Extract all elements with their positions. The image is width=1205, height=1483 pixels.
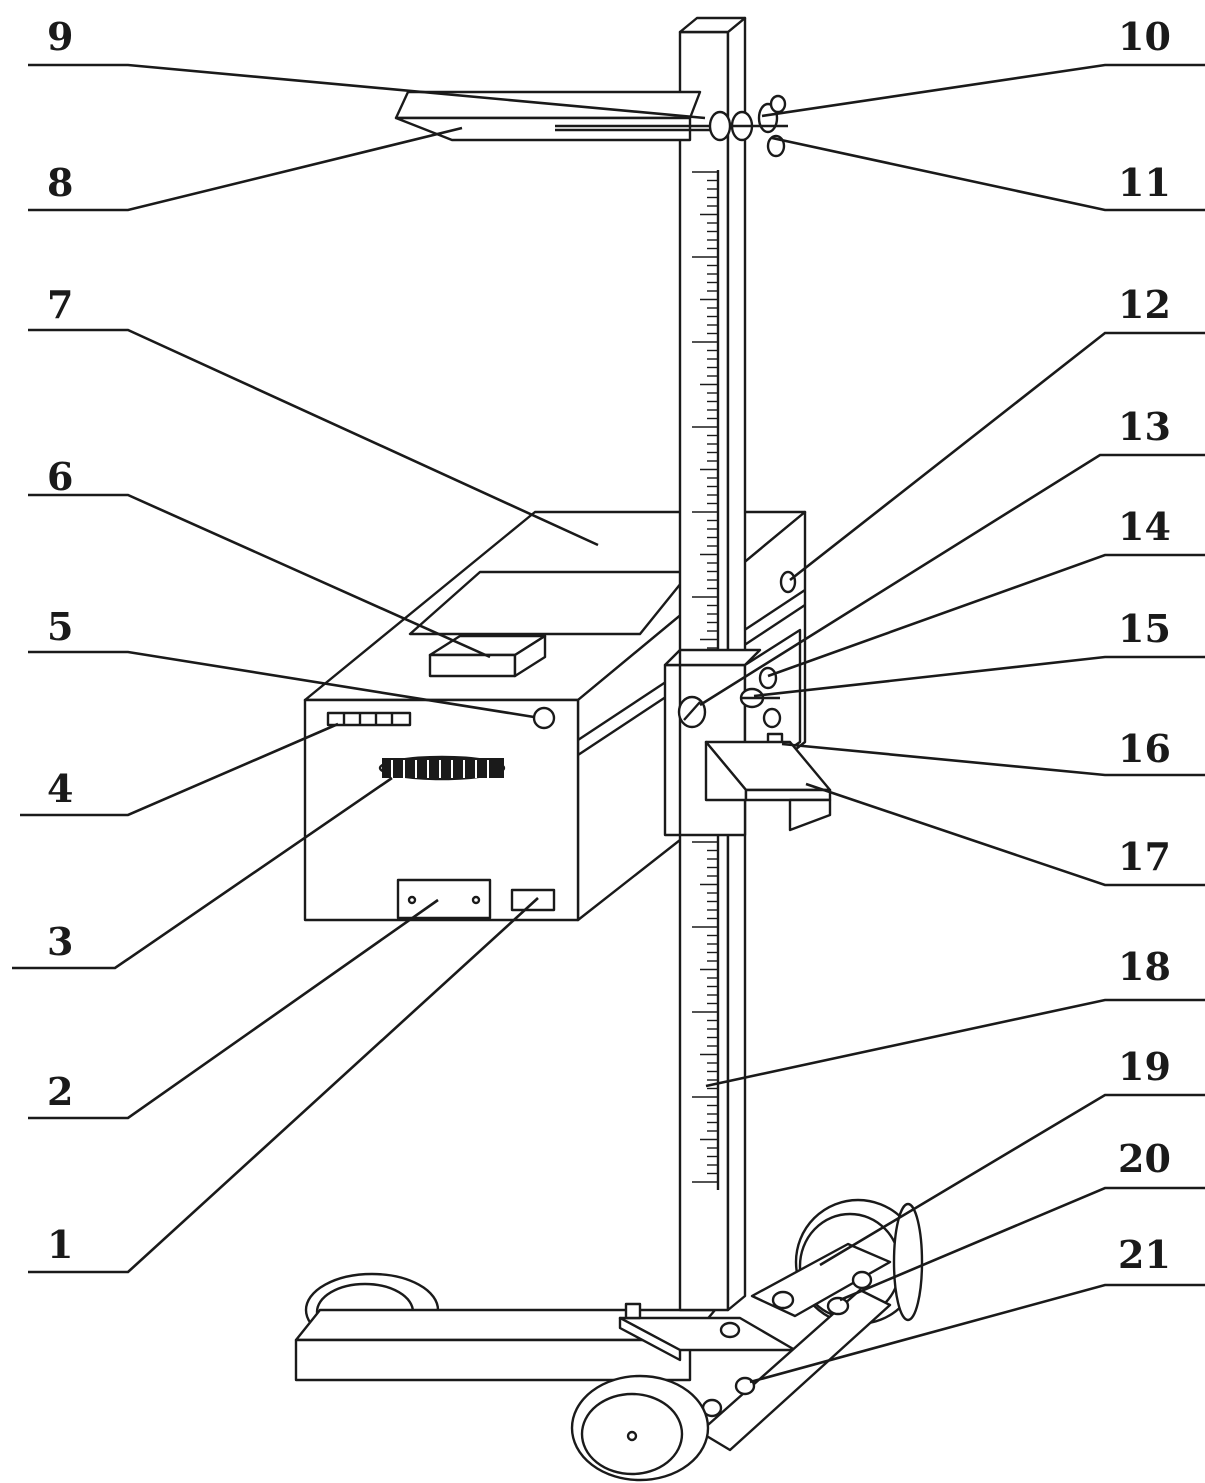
callout-5: 5	[47, 604, 73, 649]
leader-20	[839, 1186, 1205, 1302]
leader-2	[28, 898, 439, 1120]
callout-18: 18	[1118, 944, 1171, 989]
leader-3	[12, 776, 393, 970]
callout-2: 2	[47, 1069, 73, 1114]
callout-4: 4	[47, 766, 73, 811]
callout-16: 16	[1118, 726, 1171, 771]
leader-16	[781, 742, 1205, 777]
leader-11	[771, 136, 1205, 212]
dial-wheel	[378, 755, 506, 781]
callout-11: 11	[1118, 160, 1171, 205]
leader-6	[28, 493, 491, 659]
leader-10	[761, 63, 1205, 118]
leader-15	[753, 655, 1205, 698]
callout-7: 7	[47, 282, 73, 327]
leader-1	[28, 897, 539, 1274]
leader-5	[28, 650, 535, 719]
callout-14: 14	[1118, 504, 1171, 549]
callout-10: 10	[1118, 14, 1171, 59]
slider-assembly	[663, 570, 832, 837]
callout-8: 8	[47, 160, 73, 205]
leader-17	[805, 782, 1205, 887]
leader-19	[819, 1093, 1205, 1267]
leader-4	[20, 722, 339, 817]
front-wheel	[570, 1374, 710, 1482]
leader-13	[699, 453, 1205, 707]
callout-labels: 9 8 7 6 5 4 3 2 1 10 11 12 13 14 15 16 1…	[47, 14, 1171, 1277]
callout-3: 3	[47, 919, 73, 964]
callout-19: 19	[1118, 1044, 1171, 1089]
callout-13: 13	[1118, 404, 1171, 449]
leader-8	[28, 126, 463, 212]
callout-12: 12	[1118, 282, 1171, 327]
leader-14	[767, 553, 1205, 678]
callout-1: 1	[47, 1222, 73, 1267]
leader-18	[705, 998, 1205, 1088]
top-arm-assembly	[394, 90, 788, 158]
callout-21: 21	[1118, 1232, 1171, 1277]
leader-21	[749, 1283, 1205, 1384]
base-plate	[618, 1302, 797, 1362]
callout-17: 17	[1118, 834, 1171, 879]
callout-15: 15	[1118, 606, 1171, 651]
callout-9: 9	[47, 14, 73, 59]
callout-6: 6	[47, 454, 73, 499]
leader-12	[789, 331, 1205, 582]
callout-20: 20	[1118, 1136, 1171, 1181]
leader-lines	[12, 63, 1205, 1384]
leader-7	[28, 328, 599, 547]
base-assembly	[294, 1198, 924, 1482]
leader-9	[28, 63, 706, 120]
scale-ticks	[692, 171, 718, 1183]
